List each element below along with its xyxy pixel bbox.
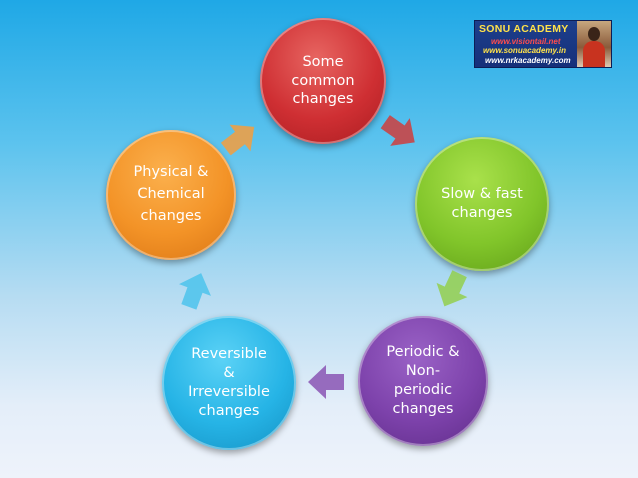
node-slow-fast-changes: Slow & fast changes: [415, 137, 549, 271]
sonu-academy-logo: SONU ACADEMY www.visiontail.net www.sonu…: [474, 20, 612, 68]
node-label: Physical & Chemical changes: [133, 164, 209, 224]
logo-url-2: www.sonuacademy.in: [483, 46, 566, 55]
arrow-orange-to-red: [220, 124, 255, 156]
arrow-green-to-purple: [436, 270, 468, 307]
node-some-common-changes: Some common changes: [260, 18, 386, 144]
arrow-purple-to-cyan: [308, 365, 344, 399]
node-label: Reversible & Irreversible changes: [188, 346, 270, 419]
node-physical-chemical-changes: Physical & Chemical changes: [106, 130, 236, 260]
arrow-red-to-green: [380, 115, 415, 146]
node-label: Slow & fast changes: [441, 186, 523, 221]
node-periodic-changes: Periodic & Non- periodic changes: [358, 316, 488, 446]
node-reversible-changes: Reversible & Irreversible changes: [162, 316, 296, 450]
node-label: Periodic & Non- periodic changes: [386, 344, 460, 417]
logo-url-3: www.nrkacademy.com: [485, 56, 571, 65]
arrow-cyan-to-orange: [179, 273, 211, 310]
logo-portrait-image: [577, 21, 611, 67]
node-label: Some common changes: [291, 53, 355, 108]
logo-title: SONU ACADEMY: [479, 23, 569, 35]
logo-url-1: www.visiontail.net: [491, 37, 561, 46]
